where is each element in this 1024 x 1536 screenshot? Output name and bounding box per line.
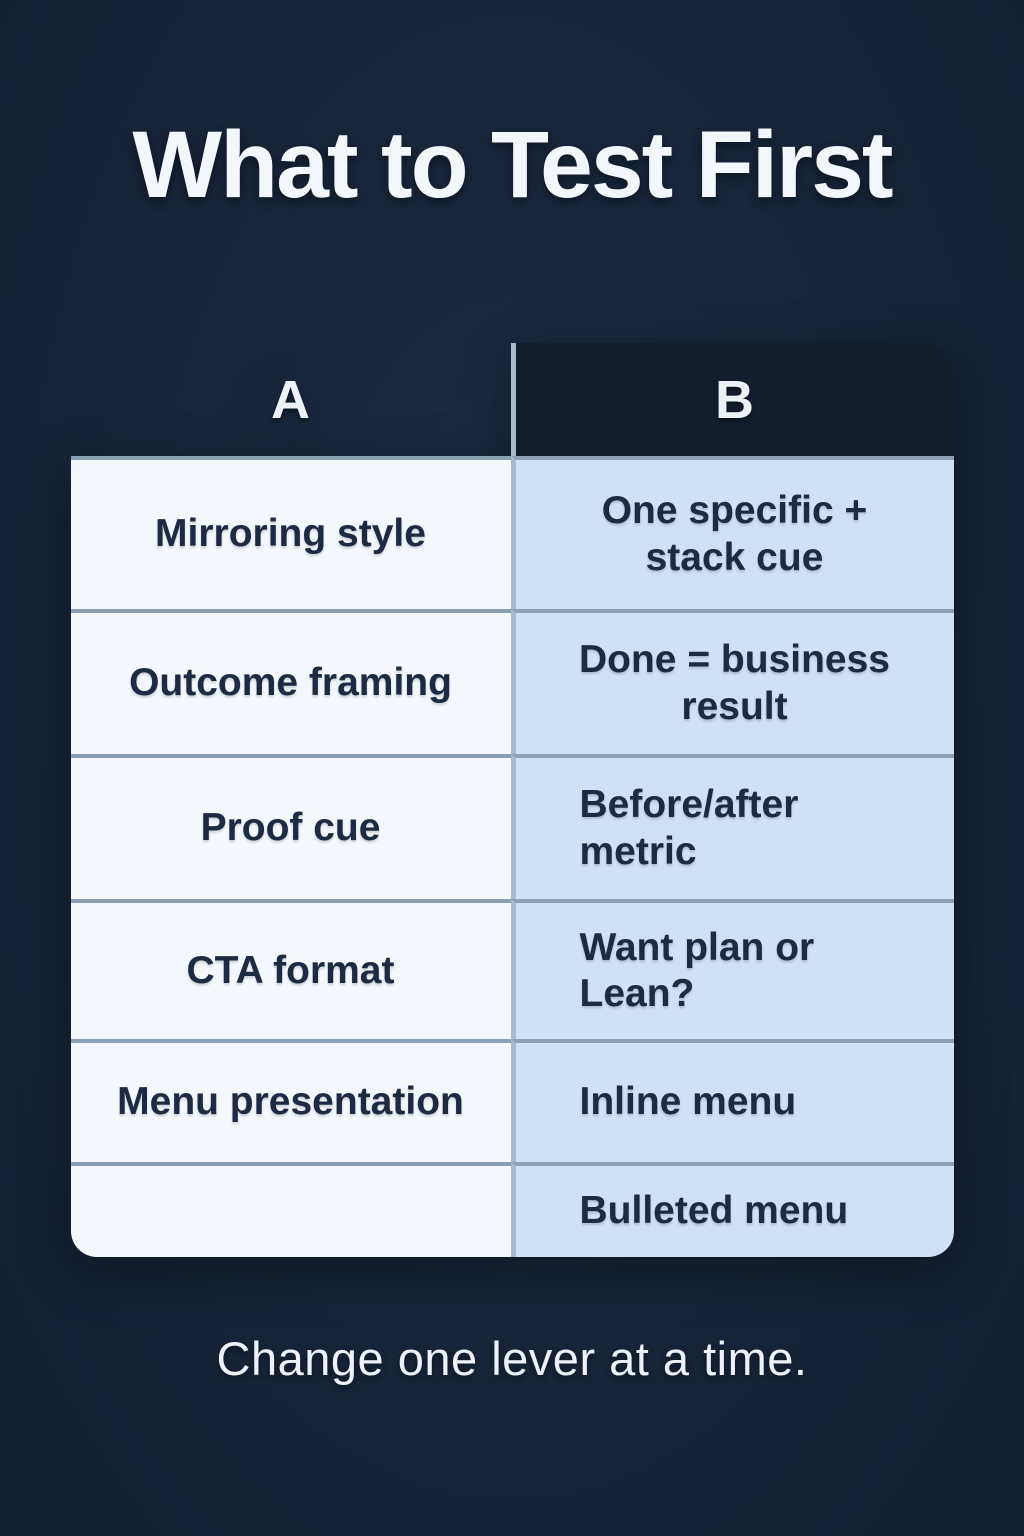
cell-lever-outcome-framing: Outcome framing (70, 609, 511, 754)
infographic-page: What to Test First A B Mirroring style O… (70, 112, 954, 1385)
cell-lever-proof-cue: Proof cue (70, 754, 511, 899)
cell-variant-bulleted-menu: Bulleted menu (510, 1162, 954, 1257)
cell-variant-proof-cue: Before/after metric (510, 754, 954, 899)
cell-lever-menu-presentation: Menu presentation (70, 1039, 511, 1162)
column-header-a: A (271, 369, 310, 430)
page-title: What to Test First (132, 112, 893, 218)
column-header-b: B (510, 343, 954, 456)
table-row-mirroring-style: Mirroring style One specific + stack cue (70, 456, 954, 609)
cell-variant-cta-format: Want plan or Lean? (510, 899, 954, 1039)
table-row-bulleted-menu: Bulleted menu (70, 1162, 954, 1257)
table-row-cta-format: CTA format Want plan or Lean? (70, 899, 954, 1039)
cell-lever-empty (70, 1162, 511, 1257)
footer-note: Change one lever at a time. (216, 1332, 808, 1385)
table-row-proof-cue: Proof cue Before/after metric (70, 754, 954, 899)
table-header-row: A B (71, 343, 954, 456)
table-row-menu-presentation: Menu presentation Inline menu (70, 1039, 954, 1162)
cell-variant-outcome-framing: Done = business result (510, 609, 954, 754)
cell-lever-cta-format: CTA format (70, 899, 511, 1039)
ab-test-table: A B Mirroring style One specific + stack… (70, 343, 954, 1257)
cell-lever-mirroring-style: Mirroring style (70, 456, 511, 609)
cell-variant-mirroring-style: One specific + stack cue (510, 456, 954, 609)
cell-variant-menu-presentation: Inline menu (510, 1039, 954, 1162)
table-row-outcome-framing: Outcome framing Done = business result (70, 609, 954, 754)
